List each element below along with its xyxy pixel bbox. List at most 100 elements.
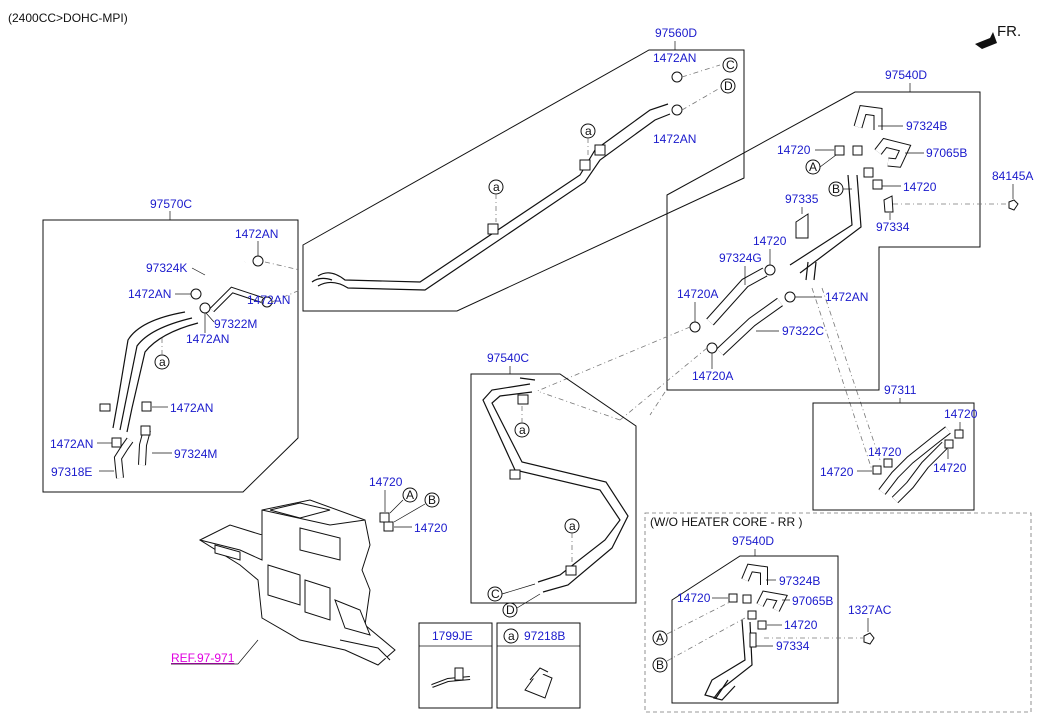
svg-text:a: a <box>585 124 592 138</box>
callout-a: a <box>488 179 504 195</box>
hose-clamp <box>742 594 752 604</box>
part-1472AN-label: 1472AN <box>170 401 213 415</box>
part-97334-label: 97334 <box>876 220 910 234</box>
heater-pipe-97540C <box>482 377 629 593</box>
hose-clamp <box>706 342 718 354</box>
svg-text:B: B <box>656 658 664 672</box>
svg-text:C: C <box>726 58 735 72</box>
ref-97-971-link[interactable]: REF.97-971 <box>171 651 235 665</box>
hose-97065B <box>874 137 912 168</box>
callout-a: a <box>580 123 596 139</box>
group-97540D-outline <box>666 91 981 391</box>
part-1472AN-label: 1472AN <box>653 132 696 146</box>
part-14720-label: 14720 <box>933 461 967 475</box>
part-97324M-label: 97324M <box>174 447 217 461</box>
callout-a: a <box>564 518 580 534</box>
part-97324B-label: 97324B <box>906 119 947 133</box>
part-1472AN-label: 1472AN <box>128 287 171 301</box>
pipe-clip <box>579 159 591 171</box>
callout-A: A <box>652 630 668 646</box>
front-label: FR. <box>997 23 1021 40</box>
callout-A: A <box>402 487 418 503</box>
legend-1799JE-label: 1799JE <box>432 629 473 643</box>
part-97335-label: 97335 <box>785 192 819 206</box>
group-97540D-rr-outline <box>671 555 839 704</box>
part-1472AN-label: 1472AN <box>235 227 278 241</box>
legend-callout-a: a <box>503 628 519 644</box>
callout-B: B <box>828 181 844 197</box>
hose-clamp <box>883 458 893 468</box>
bolt-1327AC <box>863 632 875 645</box>
legend-clip-97218B <box>496 622 581 709</box>
svg-text:a: a <box>493 180 500 194</box>
part-1327AC-label: 1327AC <box>848 603 892 617</box>
part-14720-label: 14720 <box>784 618 818 632</box>
svg-text:B: B <box>832 182 840 196</box>
hose-clamp <box>111 437 122 448</box>
part-1472AN-label: 1472AN <box>50 437 93 451</box>
svg-text:A: A <box>656 631 664 645</box>
part-14720A-label: 14720A <box>692 369 733 383</box>
callout-C: C <box>487 586 503 602</box>
callout-D: D <box>502 602 518 618</box>
bracket-97335 <box>795 213 809 239</box>
hose-clamp <box>757 620 767 630</box>
svg-text:D: D <box>506 603 515 617</box>
callout-a: a <box>154 354 170 370</box>
hose-97324K <box>188 260 246 299</box>
heater-unit-assembly <box>198 499 396 666</box>
bracket-97334 <box>883 195 894 213</box>
part-1472AN-label: 1472AN <box>653 51 696 65</box>
hose-clamp <box>671 104 683 116</box>
svg-text:A: A <box>406 488 414 502</box>
hose-clamp <box>872 465 882 475</box>
part-97318E-label: 97318E <box>51 465 92 479</box>
hose-clamp <box>944 439 954 449</box>
part-14720-label: 14720 <box>777 143 811 157</box>
hose-97324B-rr <box>741 563 768 585</box>
part-14720-label: 14720 <box>753 234 787 248</box>
group-97540D-rr-label: 97540D <box>732 534 774 548</box>
hose-clamp <box>199 302 211 314</box>
callout-A: A <box>805 159 821 175</box>
group-97560D-label: 97560D <box>655 26 697 40</box>
part-1472AN-label: 1472AN <box>825 290 868 304</box>
group-97311-outline <box>812 402 975 511</box>
group-97540D-label: 97540D <box>885 68 927 82</box>
callout-D: D <box>720 78 736 94</box>
svg-text:a: a <box>508 629 515 643</box>
group-97570C-label: 97570C <box>150 197 192 211</box>
hose-clamp <box>671 71 683 83</box>
group-97540C-outline <box>470 373 637 604</box>
hose-clamp <box>852 145 863 156</box>
part-14720-label: 14720 <box>903 180 937 194</box>
engine-spec-label: (2400CC>DOHC-MPI) <box>8 11 128 25</box>
callout-a: a <box>514 422 530 438</box>
without-rr-core-label: (W/O HEATER CORE - RR ) <box>650 515 802 529</box>
group-97311-label: 97311 <box>884 383 917 397</box>
hose-clamp <box>764 264 776 276</box>
svg-text:C: C <box>491 587 500 601</box>
front-arrow-icon <box>975 32 997 49</box>
legend-97218B-label: 97218B <box>524 629 565 643</box>
part-97334-label: 97334 <box>776 639 810 653</box>
hose-clamp <box>190 288 202 300</box>
svg-text:a: a <box>569 519 576 533</box>
bracket-97334 <box>749 632 757 648</box>
hose-clamp <box>252 255 264 267</box>
hose-clamp <box>863 167 874 178</box>
hose-97324B <box>853 105 883 130</box>
hose-clamp <box>872 179 883 190</box>
part-14720A-label: 14720A <box>677 287 718 301</box>
callout-B: B <box>424 492 440 508</box>
hose-clamp <box>689 321 701 333</box>
heater-pipe-97570C <box>99 311 199 433</box>
part-97324G-label: 97324G <box>719 251 762 265</box>
part-97065B-label: 97065B <box>792 594 833 608</box>
part-1472AN-label: 1472AN <box>247 293 290 307</box>
part-1472AN-label: 1472AN <box>186 332 229 346</box>
rear-pipe-97560D <box>311 103 671 291</box>
heater-pipe-97540D-rr <box>704 619 753 701</box>
without-rr-core-outline <box>644 512 1032 713</box>
hose-clamp <box>379 512 390 523</box>
